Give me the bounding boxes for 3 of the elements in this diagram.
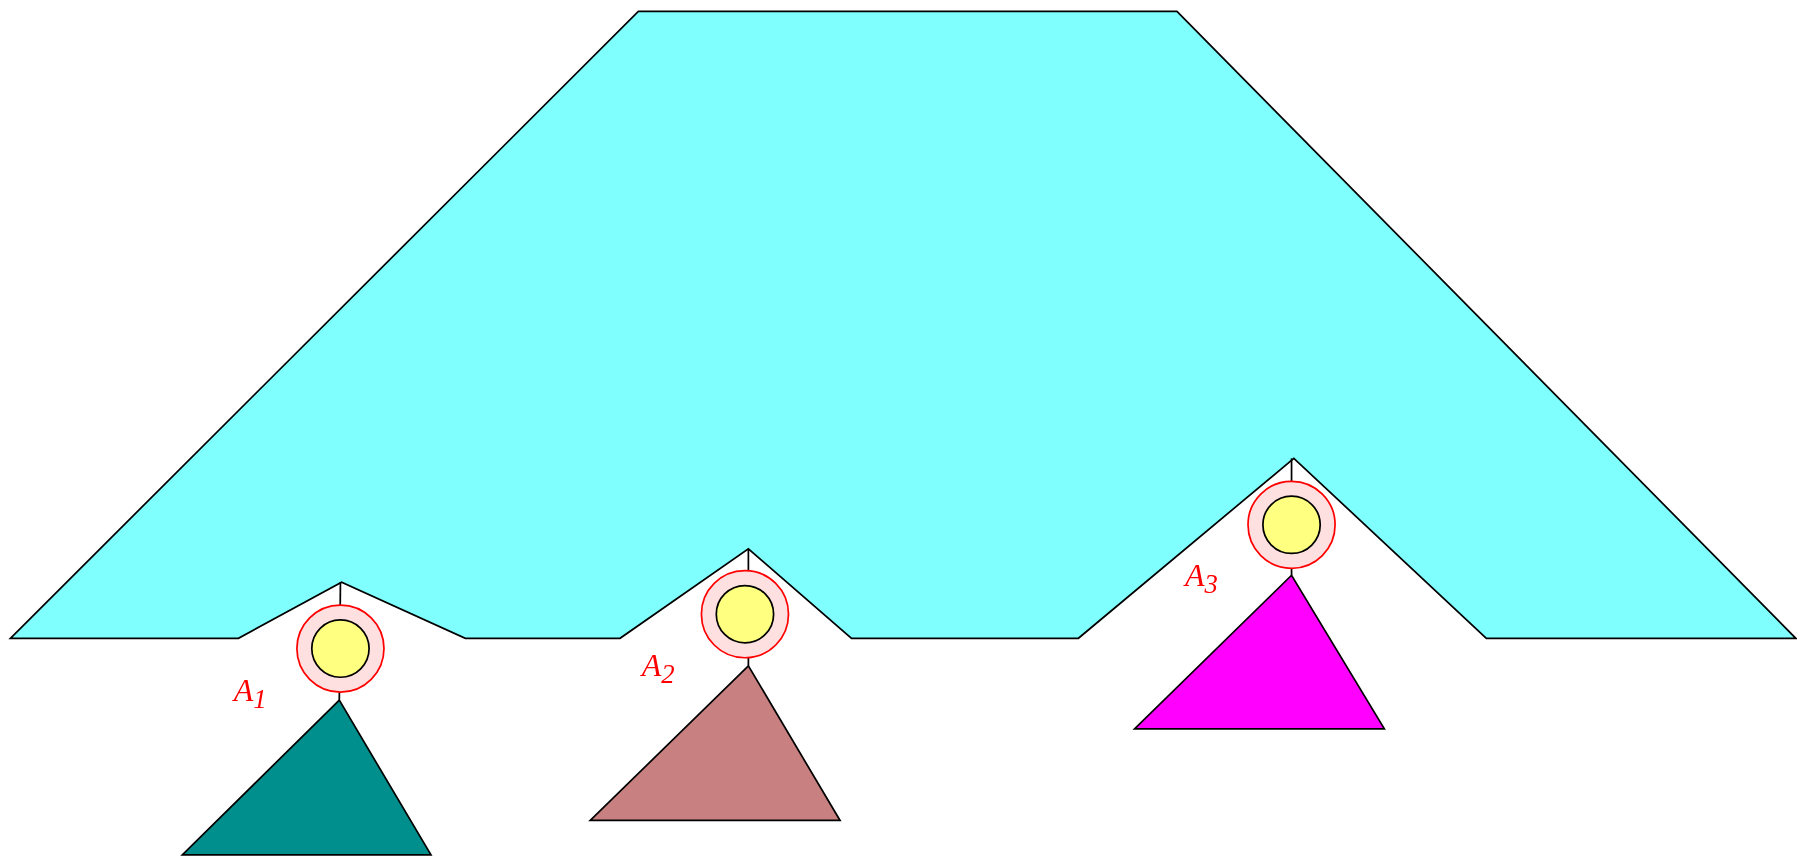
node-label: A$_{3}$: [1185, 559, 1218, 599]
node-label: A$_{2}$: [641, 648, 675, 688]
node-label: A$_{1}$: [233, 673, 267, 713]
